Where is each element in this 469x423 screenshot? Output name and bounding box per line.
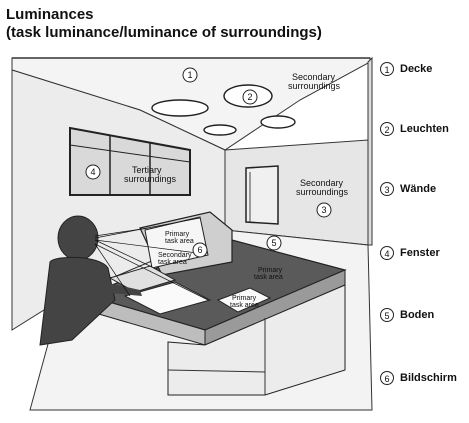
legend-label: Bildschirm [400,372,457,384]
diagram-title: Luminances [6,6,94,23]
marker-2: 2 [242,89,258,105]
label-secondary-wall-2: surroundings [296,187,349,197]
svg-text:3: 3 [321,205,326,215]
marker-3: 3 [316,202,332,218]
marker-4: 4 [85,164,101,180]
desk-drawers [167,284,346,396]
svg-text:6: 6 [197,245,202,255]
svg-text:4: 4 [90,167,95,177]
legend-label: Fenster [400,247,440,259]
ceiling-light [203,124,237,136]
svg-text:1: 1 [187,70,192,80]
legend-number: 5 [380,308,394,322]
svg-text:5: 5 [271,238,276,248]
label-secondary-wall-1: Secondary [300,178,344,188]
legend-number: 1 [380,62,394,76]
window [69,126,191,196]
legend-item-2: 2 Leuchten [380,122,449,136]
label-paper-note-1: Primary [232,295,257,302]
legend-number: 6 [380,371,394,385]
diagram-subtitle: (task luminance/luminance of surrounding… [6,24,322,41]
legend-label: Decke [400,63,433,75]
ceiling-light [151,99,209,117]
label-secondary-ceiling-2: surroundings [288,81,341,91]
legend-item-4: 4 Fenster [380,246,440,260]
label-primary-screen-2: task area [165,238,194,245]
person-head [57,215,99,261]
label-paper-note-2: task area [230,302,259,309]
legend-number: 4 [380,246,394,260]
legend-label: Boden [400,309,435,321]
legend-item-5: 5 Boden [380,308,434,322]
person-body [39,256,116,346]
legend-item-6: 6 Bildschirm [380,371,457,385]
svg-text:2: 2 [247,92,252,102]
person-arm [95,280,142,296]
marker-5: 5 [266,235,282,251]
note-paper [216,287,272,313]
legend-label: Wände [400,183,437,195]
label-secondary-screen-1: Secondary [158,252,192,259]
label-primary-desk-1: Primary [258,267,283,274]
label-tertiary-1: Tertiary [132,165,162,175]
legend-number: 2 [380,122,394,136]
legend-number: 3 [380,182,394,196]
label-secondary-ceiling-1: Secondary [292,72,336,82]
label-secondary-screen-2: task area [158,259,187,266]
marker-6: 6 [192,242,208,258]
document-paper [123,281,212,315]
label-tertiary-2: surroundings [124,174,177,184]
legend-item-3: 3 Wände [380,182,436,196]
legend-item-1: 1 Decke [380,62,432,76]
ceiling-light [260,115,296,129]
legend-label: Leuchten [400,123,449,135]
door [245,165,279,225]
marker-1: 1 [182,67,198,83]
right-wall [367,56,373,246]
label-primary-screen-1: Primary [165,231,190,238]
label-primary-desk-2: task area [254,274,283,281]
